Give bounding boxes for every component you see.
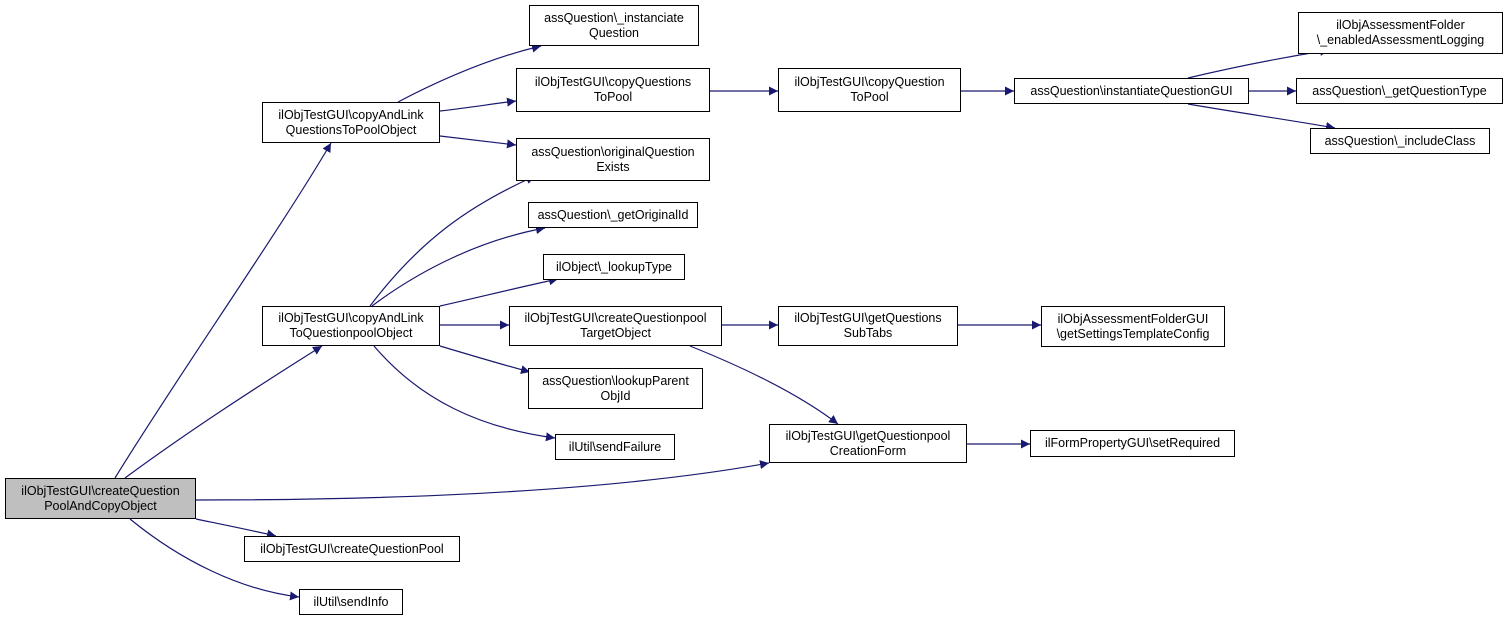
function-node-label: ilUtil\sendFailure xyxy=(568,439,662,454)
function-node-label: ilObjAssessmentFolder \_enabledAssessmen… xyxy=(1316,18,1485,47)
function-node-label: ilObjTestGUI\copyQuestion ToPool xyxy=(794,75,945,104)
function-node-label: ilObjTestGUI\createQuestionPool xyxy=(260,541,444,556)
function-node-label: assQuestion\_includeClass xyxy=(1324,133,1476,148)
function-node-n_origExists[interactable]: assQuestion\originalQuestion Exists xyxy=(516,138,710,181)
call-edge-root-to-n_copyQtoPoolObj xyxy=(114,142,332,479)
function-node-label: ilObjAssessmentFolderGUI \getSettingsTem… xyxy=(1056,311,1210,341)
function-node-n_copyQuestionsToPool[interactable]: ilObjTestGUI\copyQuestions ToPool xyxy=(516,68,710,112)
call-edge-n_copyToQPoolObj-to-n_origExists xyxy=(369,175,536,307)
call-edge-n_copyToQPoolObj-to-n_getOrigId xyxy=(371,225,546,307)
call-edge-n_instantiateGUI-to-n_enabledLogging xyxy=(1187,47,1330,79)
function-node-n_settingsTpl[interactable]: ilObjAssessmentFolderGUI \getSettingsTem… xyxy=(1041,306,1225,347)
function-node-n_copyQtoPoolObj[interactable]: ilObjTestGUI\copyAndLink QuestionsToPool… xyxy=(262,102,440,143)
function-node-label: ilObjTestGUI\createQuestion PoolAndCopyO… xyxy=(21,483,180,513)
function-node-n_copyToQPoolObj[interactable]: ilObjTestGUI\copyAndLink ToQuestionpoolO… xyxy=(262,306,440,346)
function-node-n_lookupParent[interactable]: assQuestion\lookupParent ObjId xyxy=(528,368,703,409)
function-node-label: ilObjTestGUI\getQuestions SubTabs xyxy=(794,311,942,340)
function-node-n_createQPool[interactable]: ilObjTestGUI\createQuestionPool xyxy=(244,536,460,562)
call-edge-n_copyQtoPoolObj-to-n_copyQuestionsToPool xyxy=(439,97,517,112)
function-node-label: assQuestion\_getQuestionType xyxy=(1312,83,1487,98)
call-edge-n_createTarget-to-n_creationForm xyxy=(689,345,839,425)
function-node-label: assQuestion\lookupParent ObjId xyxy=(542,373,689,403)
function-node-label: ilObjTestGUI\copyAndLink ToQuestionpoolO… xyxy=(278,311,424,340)
call-edge-root-to-n_creationForm xyxy=(195,460,770,501)
function-node-label: ilObjTestGUI\copyAndLink QuestionsToPool… xyxy=(278,107,424,137)
function-node-label: assQuestion\originalQuestion Exists xyxy=(531,144,695,174)
function-node-n_includeClass[interactable]: assQuestion\_includeClass xyxy=(1310,128,1490,154)
function-node-n_instanciate[interactable]: assQuestion\_instanciate Question xyxy=(529,5,699,46)
function-node-n_setRequired[interactable]: ilFormPropertyGUI\setRequired xyxy=(1030,430,1235,457)
call-edge-n_copyToQPoolObj-to-n_lookupType xyxy=(439,276,559,307)
function-node-label: ilUtil\sendInfo xyxy=(313,594,389,609)
function-node-root[interactable]: ilObjTestGUI\createQuestion PoolAndCopyO… xyxy=(5,478,196,519)
function-node-n_getQType[interactable]: assQuestion\_getQuestionType xyxy=(1296,78,1503,104)
call-edge-n_copyQtoPoolObj-to-n_origExists xyxy=(439,135,517,149)
function-node-label: assQuestion\_instanciate Question xyxy=(544,10,684,40)
function-node-n_sendInfo[interactable]: ilUtil\sendInfo xyxy=(299,589,403,615)
call-edge-n_copyToQPoolObj-to-n_lookupParent xyxy=(439,345,531,375)
function-node-n_createTarget[interactable]: ilObjTestGUI\createQuestionpool TargetOb… xyxy=(509,306,722,346)
function-node-n_enabledLogging[interactable]: ilObjAssessmentFolder \_enabledAssessmen… xyxy=(1298,12,1503,54)
function-node-label: ilObjTestGUI\createQuestionpool TargetOb… xyxy=(524,311,707,340)
call-edge-n_copyQtoPoolObj-to-n_instanciate xyxy=(397,43,542,103)
function-node-n_instantiateGUI[interactable]: assQuestion\instantiateQuestionGUI xyxy=(1014,78,1249,104)
function-node-n_lookupType[interactable]: ilObject\_lookupType xyxy=(543,254,685,280)
function-node-label: assQuestion\instantiateQuestionGUI xyxy=(1030,83,1233,98)
function-node-n_creationForm[interactable]: ilObjTestGUI\getQuestionpool CreationFor… xyxy=(769,424,967,463)
call-edge-n_instantiateGUI-to-n_includeClass xyxy=(1187,103,1336,131)
call-edge-root-to-n_copyToQPoolObj xyxy=(124,345,323,479)
function-node-label: ilObjTestGUI\copyQuestions ToPool xyxy=(534,75,692,104)
function-node-n_getSubTabs[interactable]: ilObjTestGUI\getQuestions SubTabs xyxy=(778,306,958,346)
function-node-n_getOrigId[interactable]: assQuestion\_getOriginalId xyxy=(528,202,698,228)
function-node-n_sendFailure[interactable]: ilUtil\sendFailure xyxy=(555,434,675,460)
call-edge-root-to-n_sendInfo xyxy=(129,518,300,601)
function-node-n_copyQuestionToPool[interactable]: ilObjTestGUI\copyQuestion ToPool xyxy=(778,68,961,112)
function-node-label: ilObjTestGUI\getQuestionpool CreationFor… xyxy=(785,428,951,458)
function-node-label: ilFormPropertyGUI\setRequired xyxy=(1044,436,1221,450)
call-edge-root-to-n_createQPool xyxy=(195,518,277,539)
function-node-label: assQuestion\_getOriginalId xyxy=(537,207,689,222)
function-node-label: ilObject\_lookupType xyxy=(555,259,673,274)
call-edge-n_copyToQPoolObj-to-n_sendFailure xyxy=(373,345,556,442)
